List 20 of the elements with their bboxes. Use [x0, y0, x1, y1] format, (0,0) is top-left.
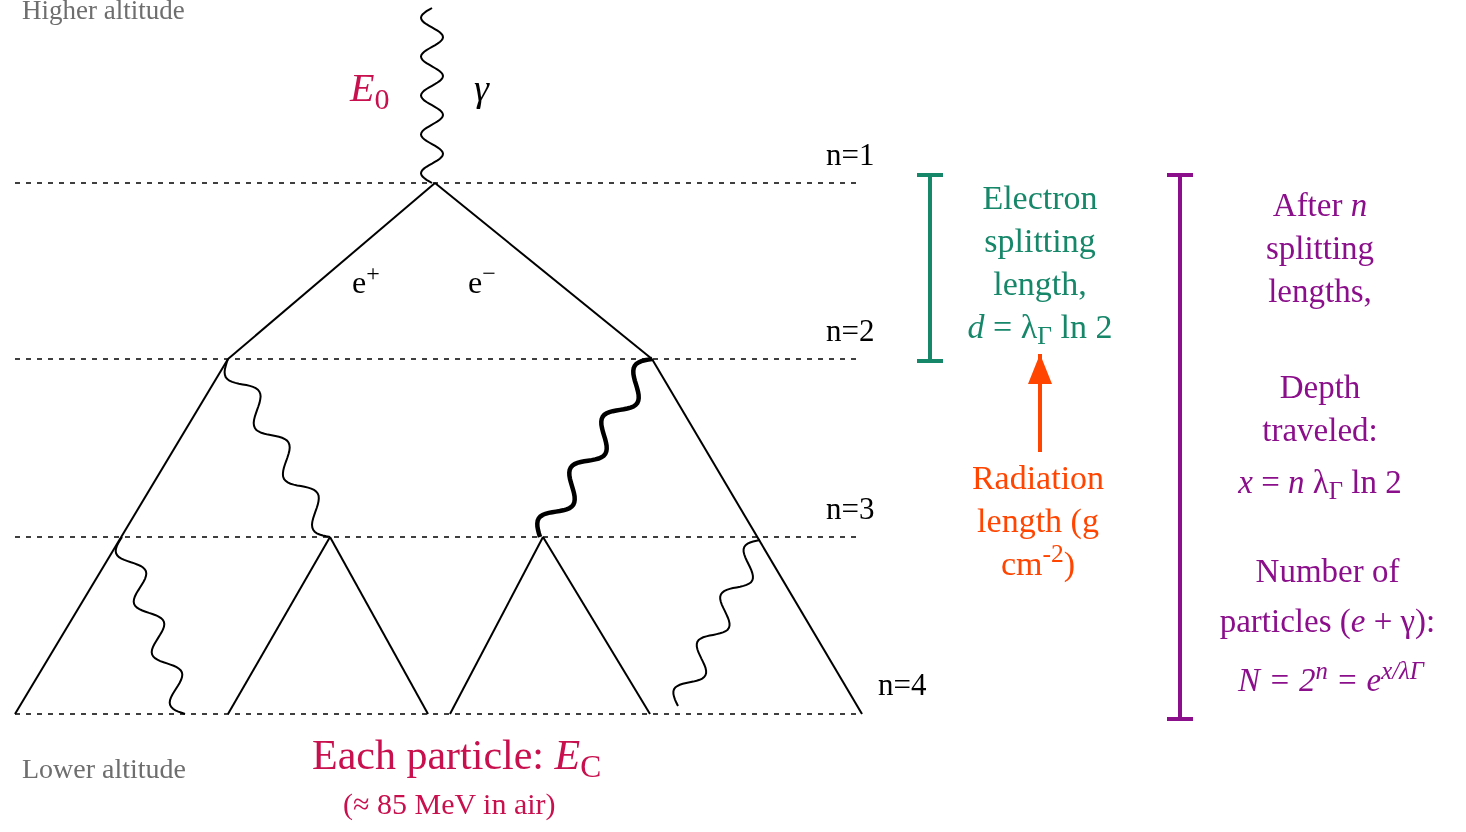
level-label: n=4: [878, 666, 927, 704]
particle-label: e$^{+}$: [352, 259, 380, 302]
photon-label: γ: [474, 66, 489, 111]
formula-text: N = 2$^{n}$ = e$^{x/λΓ}$: [1237, 656, 1426, 700]
energy-label: E$_{0}$: [350, 64, 390, 117]
caption-text: Each particle: E$_{C}$: [312, 731, 602, 780]
altitude-label: Higher altitude: [22, 0, 185, 27]
description-text: Number of particles (e + γ):: [1218, 552, 1437, 641]
particle-label: e$^{−}$: [468, 259, 496, 302]
level-label: n=1: [826, 136, 875, 174]
caption-text: (≈ 85 MeV in air): [343, 786, 556, 822]
description-text: After n splitting lengths,: [1264, 186, 1376, 311]
level-label: n=2: [826, 312, 875, 350]
annotation-text: d = λ$_{Γ}$ ln 2: [967, 307, 1113, 348]
altitude-label: Lower altitude: [22, 752, 187, 786]
annotation-text: Radiation length (g cm$^{-2}$): [970, 458, 1106, 584]
arrow: [1028, 354, 1052, 452]
formula-text: x = n λ$_{Γ}$ ln 2: [1237, 463, 1403, 507]
description-text: Depth traveled:: [1261, 368, 1379, 450]
level-label: n=3: [826, 490, 875, 528]
